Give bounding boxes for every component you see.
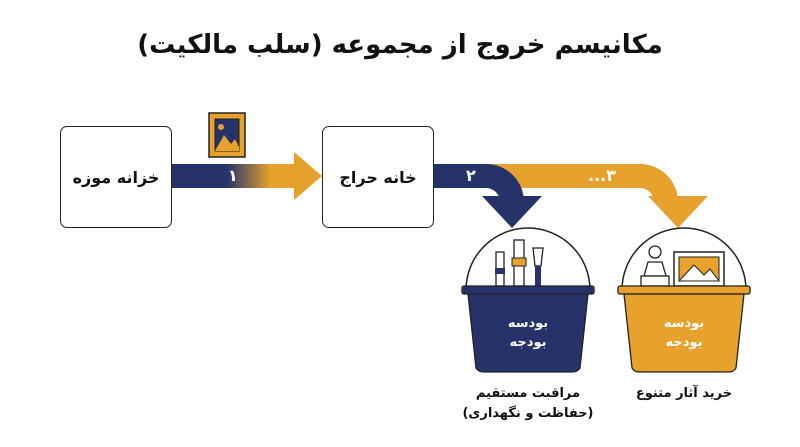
framed-picture-icon [673, 251, 725, 287]
auction-house-label: خانه حراج [339, 167, 417, 187]
bucket-left [461, 227, 595, 373]
bucket-right-label: بودسه بودجه [638, 314, 730, 352]
caption-acquisitions: خرید آثار متنوع [604, 384, 764, 404]
bust-statue-icon [640, 245, 670, 287]
auction-house-box: خانه حراج [322, 126, 434, 228]
arrow-3-label: ۳... [588, 166, 616, 185]
arrow-2-label: ۲ [466, 166, 476, 185]
caption-direct-care: مراقبت مستقیم (حفاظت و نگهداری) [448, 384, 608, 424]
bucket-right [617, 227, 751, 373]
bucket-left-label: بودسه بودجه [482, 314, 574, 352]
paintbrush-icon [495, 239, 544, 287]
museum-vault-label: خزانه موزه [72, 167, 160, 187]
bucket-right-label-line2: بودجه [665, 335, 703, 350]
caption-direct-care-line2: (حفاظت و نگهداری) [462, 406, 594, 421]
museum-vault-box: خزانه موزه [60, 126, 172, 228]
bucket-left-label-line2: بودجه [509, 335, 547, 350]
page-title: مکانیسم خروج از مجموعه (سلب مالکیت) [137, 30, 663, 60]
framed-painting-icon [208, 112, 246, 158]
arrow-2 [432, 164, 542, 228]
arrow-1-label: ۱ [228, 166, 238, 185]
caption-acquisitions-line1: خرید آثار متنوع [635, 386, 733, 401]
bucket-left-label-line1: بودسه [507, 316, 549, 331]
bucket-right-label-line1: بودسه [663, 316, 705, 331]
arrow-1 [170, 152, 322, 200]
caption-direct-care-line1: مراقبت مستقیم [475, 386, 581, 401]
